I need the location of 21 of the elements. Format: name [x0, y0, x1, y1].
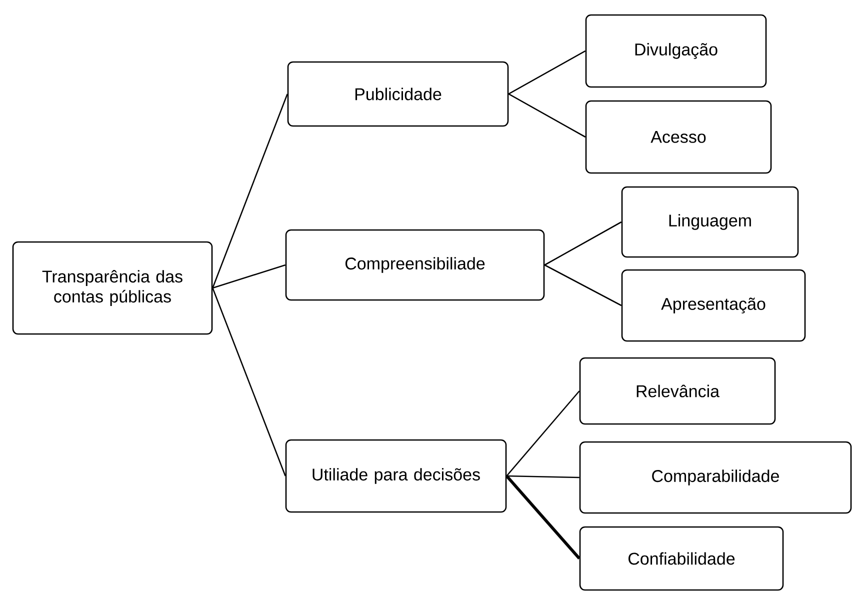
node-box: Linguagem	[621, 186, 799, 258]
connector-line	[212, 264, 286, 289]
node-box: Transparência das contas públicas	[12, 241, 213, 335]
node-box: Confiabilidade	[579, 526, 784, 591]
connector-line	[544, 221, 622, 266]
node-box: Relevância	[579, 357, 776, 425]
connector-line	[506, 475, 580, 478]
node-box: Comparabilidade	[579, 441, 852, 514]
node-box: Acesso	[585, 100, 772, 174]
connector-line	[508, 50, 586, 95]
connector-line	[508, 93, 586, 138]
connector-line	[506, 475, 580, 560]
node-box: Utiliade para decisões	[285, 439, 507, 513]
node-box: Publicidade	[287, 61, 509, 127]
connector-line	[544, 264, 622, 306]
connector-line	[212, 288, 286, 476]
connector-line	[506, 390, 580, 476]
connector-line	[212, 94, 288, 288]
node-box: Divulgação	[585, 14, 767, 88]
node-box: Apresentação	[621, 269, 806, 342]
node-box: Compreensibiliade	[285, 229, 545, 301]
